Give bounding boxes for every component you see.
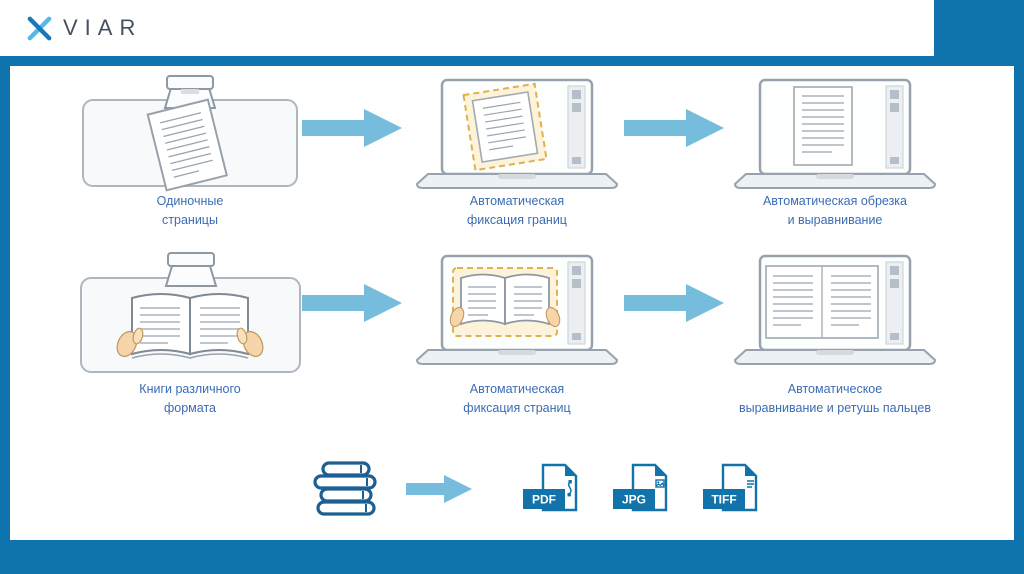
label-page-detection: Автоматическая фиксация страниц [463, 382, 571, 416]
laptop-cropped-page-icon [733, 78, 937, 189]
format-icons: PDF JPG TIFF [522, 462, 766, 516]
label-books: Книги различного формата [139, 382, 241, 416]
border-detection-figure: Автоматическая фиксация границ [392, 78, 642, 231]
viar-logo: VIAR [26, 15, 142, 42]
label-border-detection: Автоматическая фиксация границ [467, 194, 567, 228]
right-arrow-icon [624, 284, 724, 322]
right-arrow-icon [624, 109, 724, 147]
book-scanner-figure: Книги различного формата [55, 248, 325, 419]
crop-align-figure: Автоматическая обрезка и выравнивание [710, 78, 960, 231]
pdf-file-icon: PDF [523, 463, 578, 512]
arrow-row2-2 [624, 282, 724, 324]
arrow-row1-1 [302, 107, 402, 149]
brand-text: VIAR [63, 15, 143, 40]
single-page-scanner-figure: Одиночные страницы [60, 74, 320, 231]
label-retouch: Автоматическое выравнивание и ретушь пал… [738, 382, 932, 416]
retouch-figure: Автоматическое выравнивание и ретушь пал… [710, 254, 960, 419]
header: VIAR [0, 0, 934, 56]
right-arrow-small-icon [406, 475, 472, 503]
output-formats-row: PDF JPG TIFF [310, 458, 766, 520]
right-arrow-icon [302, 284, 402, 322]
laptop-page-detection-icon [415, 254, 619, 365]
viar-logo-icon [27, 16, 52, 40]
tiff-file-icon: TIFF [703, 463, 758, 512]
diagram-area: Одиночные страницы Автоматическая фиксац… [10, 66, 1014, 540]
jpg-label: JPG [622, 493, 646, 507]
tiff-label: TIFF [711, 493, 736, 507]
right-arrow-icon [302, 109, 402, 147]
arrow-row2-1 [302, 282, 402, 324]
scanner-single-page-icon [82, 75, 298, 192]
label-single-pages: Одиночные страницы [156, 194, 224, 228]
jpg-file-icon: JPG [613, 463, 668, 512]
label-crop-align: Автоматическая обрезка и выравнивание [762, 194, 908, 228]
scanner-book-icon [79, 252, 301, 373]
footer-bar [0, 540, 1024, 574]
books-stack-icon [313, 461, 377, 516]
arrow-row1-2 [624, 107, 724, 149]
pdf-label: PDF [532, 493, 556, 507]
laptop-spread-pages-icon [733, 254, 937, 365]
page-detection-figure: Автоматическая фиксация страниц [392, 254, 642, 419]
laptop-border-detection-icon [415, 78, 619, 189]
